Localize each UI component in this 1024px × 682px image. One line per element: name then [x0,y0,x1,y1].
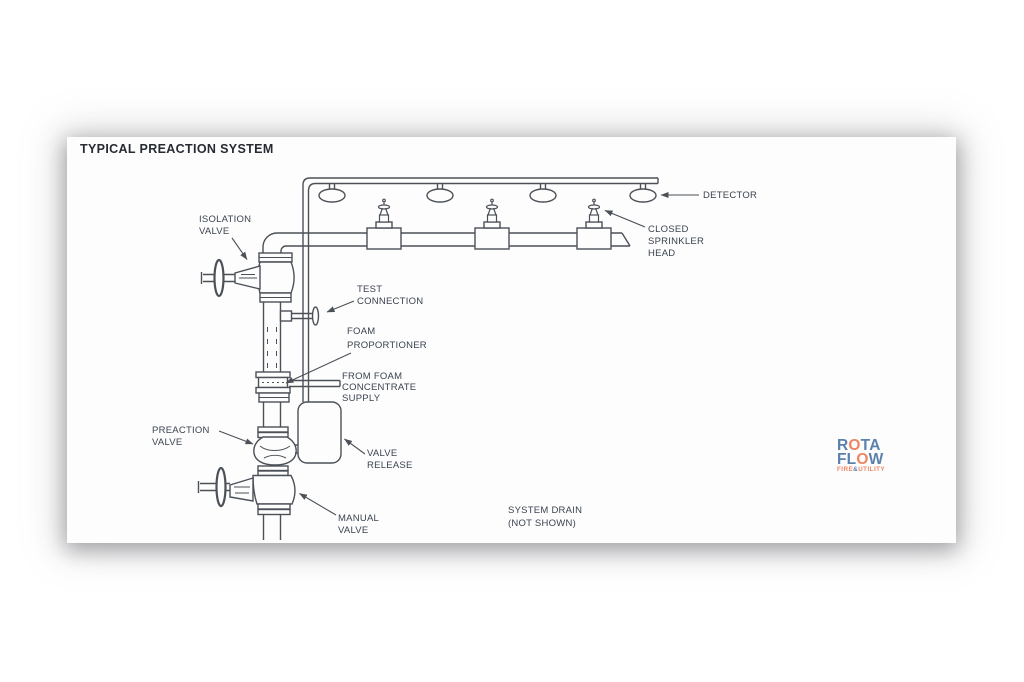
label-manual-valve: VALVE [338,525,368,536]
sprinkler-tee [474,221,510,250]
sprinkler-branch-pipe [288,232,631,247]
diagram-scan-area: TYPICAL PREACTION SYSTEM [67,137,956,543]
detector-icon [426,183,454,203]
foam-proportioner-graphic [255,371,291,403]
leader-isolation-valve [231,237,248,260]
leader-preaction-valve [218,430,254,445]
label-foam-proportioner: PROPORTIONER [347,340,427,351]
label-system-drain: (NOT SHOWN) [508,518,576,529]
preaction-system-diagram: ISOLATION VALVE TEST CONNECTION FOAM PRO… [152,177,757,540]
preaction-valve-graphic [253,436,298,477]
leader-foam-proportioner [285,352,352,384]
riser-pipe-lower [257,402,289,439]
label-valve-release: VALVE [367,448,397,459]
label-foam-supply: CONCENTRATE [342,382,416,393]
label-detector: DETECTOR [703,190,757,201]
sprinkler-tees [366,221,612,250]
test-connection-graphic [279,306,320,326]
logo-row2: FLOW [837,450,884,468]
label-closed-sprinkler-head: CLOSED [648,224,689,235]
leader-test-connection [326,300,355,313]
sprinkler-tee [366,221,402,250]
label-closed-sprinkler-head: HEAD [648,248,675,259]
label-preaction-valve: PREACTION [152,425,210,436]
foam-supply-pipe [289,379,341,388]
closed-sprinkler-head-icons [377,198,601,223]
label-foam-supply: SUPPLY [342,393,381,404]
leader-manual-valve [299,493,337,516]
label-closed-sprinkler-head: SPRINKLER [648,236,704,247]
riser-elbow [258,232,293,263]
label-valve-release: RELEASE [367,460,413,471]
detector-icon [529,183,557,203]
rotaflow-logo: ROTA FLOW FIRE&UTILITY [837,437,903,474]
riser-pipe [262,302,282,372]
isolation-valve-graphic [200,258,295,303]
page-title: TYPICAL PREACTION SYSTEM [80,142,274,156]
label-preaction-valve: VALVE [152,437,182,448]
label-system-drain: SYSTEM DRAIN [508,505,582,516]
label-isolation-valve: ISOLATION [199,214,251,225]
valve-release-box [297,401,342,464]
scanned-document-page: TYPICAL PREACTION SYSTEM [67,137,956,543]
label-test-connection: TEST [357,284,382,295]
detector-icons [318,183,657,203]
label-isolation-valve: VALVE [199,226,229,237]
label-manual-valve: MANUAL [338,513,379,524]
logo-row1: ROTA [837,437,881,454]
label-foam-supply: FROM FOAM [342,371,402,382]
label-test-connection: CONNECTION [357,296,423,307]
detector-icon [318,183,346,203]
closed-sprinkler-head-icon [485,198,499,223]
diagram-labels: ISOLATION VALVE TEST CONNECTION FOAM PRO… [152,190,757,536]
leader-closed-sprinkler-head [604,209,646,228]
leader-valve-release [344,438,366,455]
detection-drop-pipe [302,177,659,402]
closed-sprinkler-head-icon [377,198,391,223]
bottom-supply-pipe [262,514,282,540]
logo-tagline: FIRE&UTILITY [837,466,886,474]
isolation-valve-handwheel [213,258,225,298]
manual-valve-graphic [197,466,296,516]
manual-valve-handwheel [215,466,227,508]
sprinkler-tee [576,221,612,250]
label-foam-proportioner: FOAM [347,326,375,337]
detector-icon [629,183,657,203]
closed-sprinkler-head-icon [587,198,601,223]
